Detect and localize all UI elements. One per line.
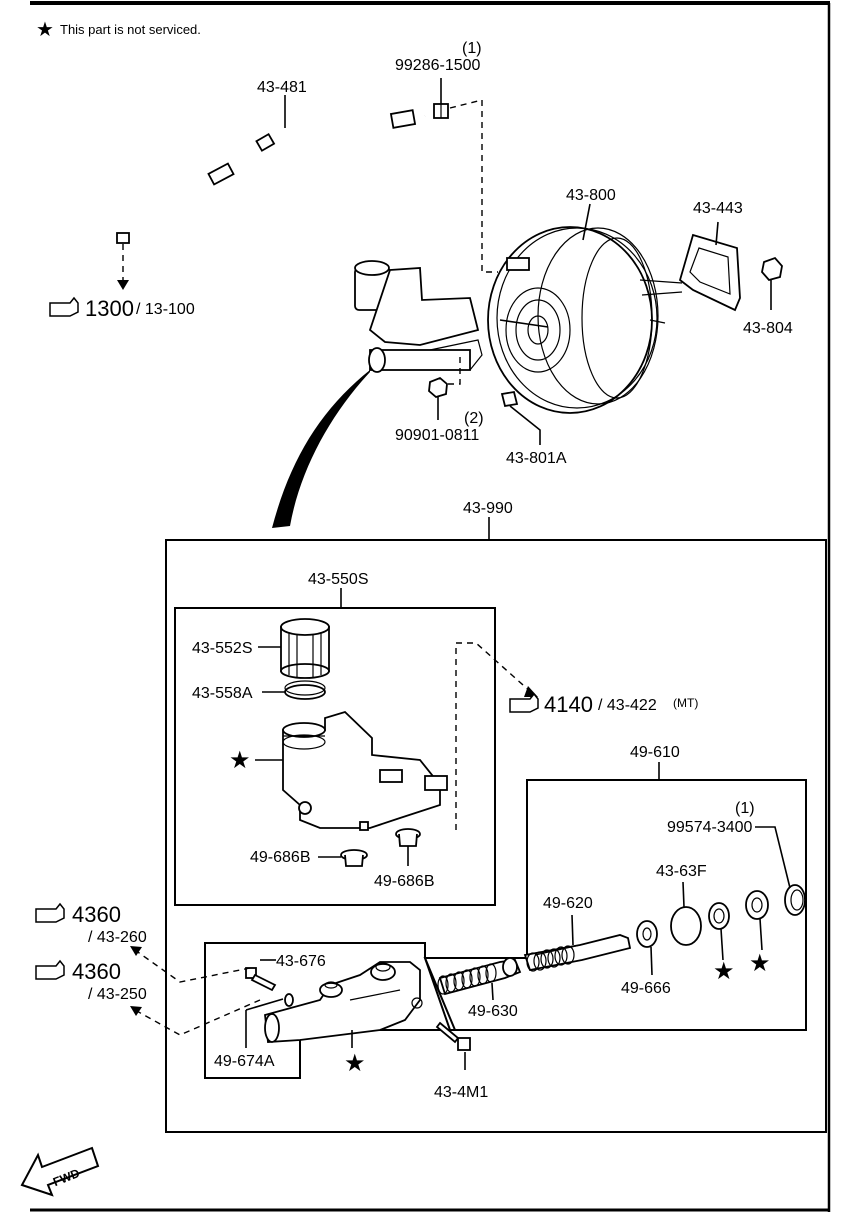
seal-1	[708, 902, 730, 930]
nut-43-804	[761, 256, 783, 282]
ref-1300[interactable]: 1300 / 13-100	[49, 296, 195, 321]
hose-clamp-1	[207, 162, 235, 186]
reservoir-cap	[280, 618, 330, 679]
ref-4140[interactable]: 4140 / 43-422 (MT)	[509, 692, 698, 717]
ref-1300-number: 1300	[85, 296, 134, 321]
primary-piston	[523, 934, 632, 972]
note-text: This part is not serviced.	[60, 22, 201, 37]
ref-1300-sub: / 13-100	[136, 301, 195, 318]
label-43-804: 43-804	[743, 320, 793, 337]
ref-4140-number: 4140	[544, 692, 593, 717]
label-90901-qty: (2)	[464, 410, 484, 427]
label-99574-qty: (1)	[735, 800, 755, 817]
legend-note: ★ This part is not serviced.	[36, 19, 201, 41]
label-43-990: 43-990	[463, 500, 513, 517]
ref-4360-a-number: 4360	[72, 902, 121, 927]
hand-pointer-icon	[35, 902, 65, 923]
grommet-2	[395, 828, 421, 847]
label-43-63F: 43-63F	[656, 863, 707, 880]
fwd-arrow-icon: FWD	[20, 1146, 100, 1197]
snap-ring	[784, 884, 806, 916]
nut-90901-0811	[428, 376, 448, 399]
label-49-686B-a: 49-686B	[250, 849, 311, 866]
label-43-800: 43-800	[566, 187, 616, 204]
callout-pointer	[272, 370, 370, 528]
ref-4360-a-sub: / 43-260	[88, 929, 147, 946]
master-cylinder-body	[264, 961, 423, 1043]
brake-booster	[487, 226, 683, 414]
label-49-686B-b: 49-686B	[374, 873, 435, 890]
label-49-666: 49-666	[621, 980, 671, 997]
label-43-801A: 43-801A	[506, 450, 567, 467]
ref-4140-sub: / 43-422	[598, 697, 657, 714]
vacuum-hose	[116, 109, 426, 244]
ref-4140-suffix: (MT)	[673, 696, 698, 710]
arrow-to-4360-a	[130, 946, 142, 956]
ref-4360-b-sub: / 43-250	[88, 986, 147, 1003]
label-43-4M1: 43-4M1	[434, 1084, 488, 1101]
label-99286-1500: 99286-1500	[395, 57, 481, 74]
arrow-to-4360-b	[130, 1006, 142, 1016]
label-43-481: 43-481	[257, 79, 307, 96]
label-49-674A: 49-674A	[214, 1053, 275, 1070]
star-icon: ★	[713, 958, 735, 985]
secondary-piston	[437, 957, 522, 996]
hose-end	[116, 232, 130, 244]
star-icon: ★	[749, 950, 771, 977]
check-valve	[433, 103, 449, 119]
o-ring-43-63F	[670, 906, 702, 946]
label-43-676: 43-676	[276, 953, 326, 970]
seal-2	[745, 890, 769, 920]
box-43-990	[165, 539, 827, 1133]
label-49-610: 49-610	[630, 744, 680, 761]
hose-clamp-2	[255, 132, 276, 152]
ref-4360-b-number: 4360	[72, 959, 121, 984]
star-icon: ★	[36, 19, 54, 41]
label-49-630: 49-630	[468, 1003, 518, 1020]
label-43-558A: 43-558A	[192, 685, 253, 702]
washer-49-666	[636, 920, 658, 948]
grommet-1	[340, 849, 368, 867]
hand-pointer-icon	[509, 692, 539, 713]
o-ring-49-674A	[284, 993, 294, 1007]
label-90901-0811: 90901-0811	[395, 427, 479, 444]
reservoir-tank	[282, 710, 448, 831]
star-icon: ★	[229, 747, 251, 774]
star-icon: ★	[344, 1050, 366, 1077]
label-43-552S: 43-552S	[192, 640, 253, 657]
label-43-443: 43-443	[693, 200, 743, 217]
label-plate	[500, 390, 519, 408]
hose-clamp-3	[389, 109, 417, 129]
bolt-43-676	[245, 967, 277, 992]
box-43-550S	[174, 607, 496, 906]
hand-pointer-icon	[35, 959, 65, 980]
label-49-620: 49-620	[543, 895, 593, 912]
label-99574-3400: 99574-3400	[667, 819, 753, 836]
ref-4360-a[interactable]: 4360 / 43-260	[35, 902, 147, 946]
ref-4360-b[interactable]: 4360 / 43-250	[35, 959, 147, 1003]
hand-pointer-icon	[49, 296, 79, 317]
gasket	[678, 233, 741, 312]
arrow-to-1300	[117, 280, 129, 290]
strainer-ring	[284, 680, 326, 700]
label-43-550S: 43-550S	[308, 571, 369, 588]
master-cylinder-assembly-small	[354, 260, 483, 373]
label-99286-qty: (1)	[462, 40, 482, 57]
bolt-43-4M1	[435, 1021, 471, 1051]
